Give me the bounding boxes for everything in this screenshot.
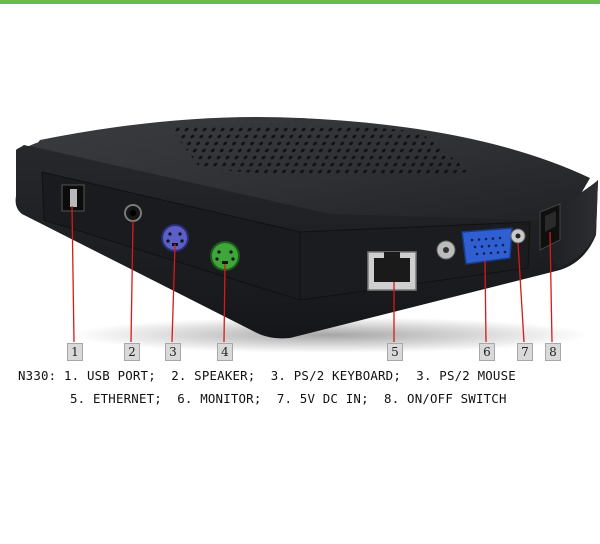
caption-line-1: N330: 1. USB PORT; 2. SPEAKER; 3. PS/2 K… [18, 368, 516, 383]
caption-line-2: 5. ETHERNET; 6. MONITOR; 7. 5V DC IN; 8.… [70, 391, 507, 406]
accent-bar [0, 0, 600, 4]
ps2-mouse-port [210, 241, 240, 271]
ethernet-port [367, 251, 417, 291]
badge-1: 1 [67, 343, 83, 361]
vent-holes [170, 123, 470, 177]
badge-6: 6 [479, 343, 495, 361]
badge-5: 5 [387, 343, 403, 361]
badge-2: 2 [124, 343, 140, 361]
vga-port [436, 227, 513, 265]
badge-7: 7 [517, 343, 533, 361]
badge-3: 3 [165, 343, 181, 361]
badge-4: 4 [217, 343, 233, 361]
badge-8: 8 [545, 343, 561, 361]
dc-power-jack [510, 228, 526, 244]
power-switch [539, 203, 561, 251]
callout-lines [71, 205, 553, 343]
speaker-jack [124, 204, 142, 222]
usb-port [61, 184, 85, 212]
